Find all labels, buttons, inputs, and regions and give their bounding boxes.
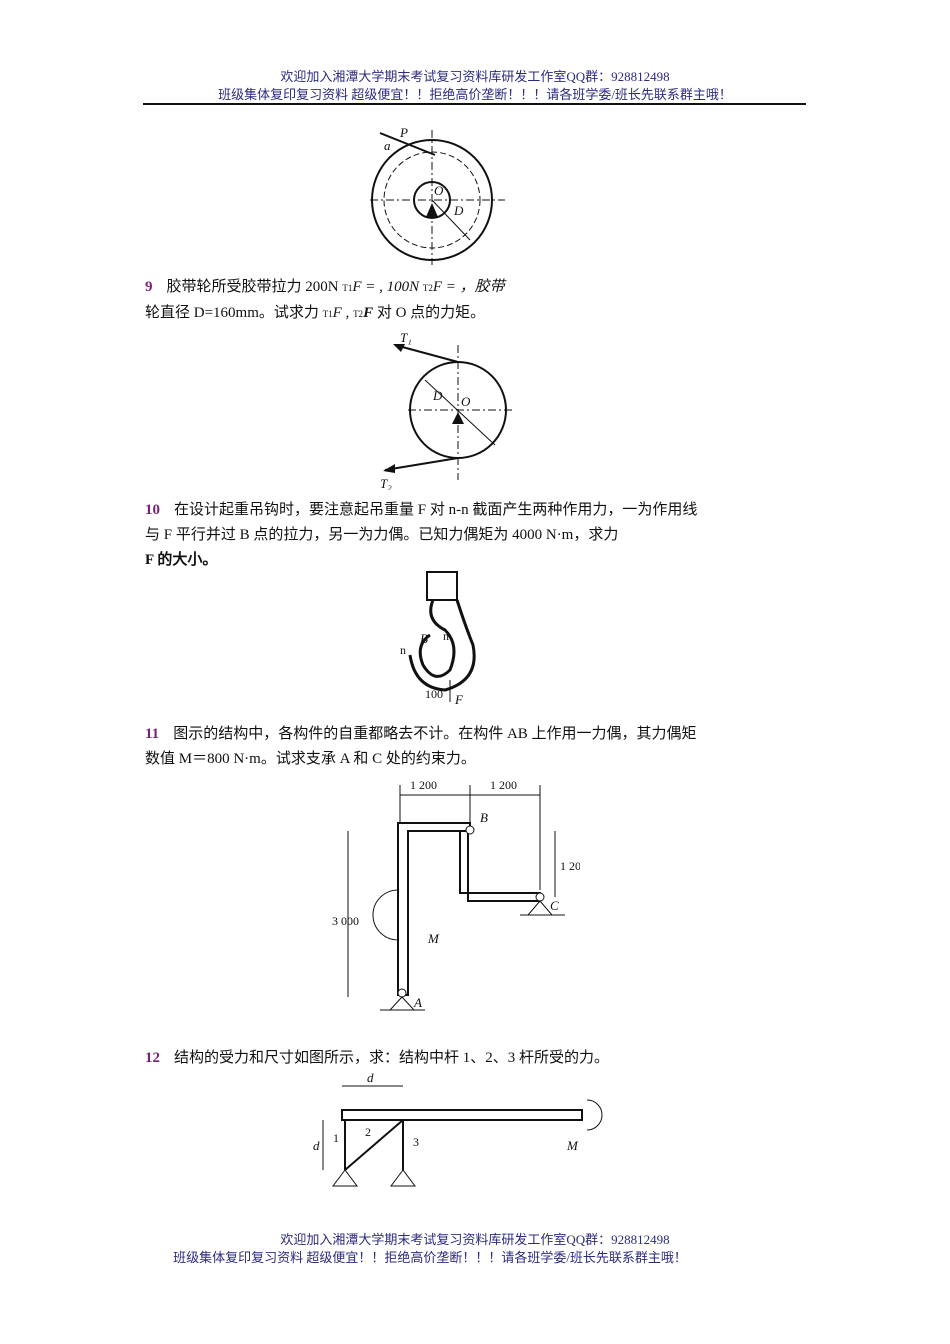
label: T2: [422, 283, 433, 293]
label: T1: [342, 283, 353, 293]
label: T1: [322, 309, 333, 319]
question-11: 11 图示的结构中，各构件的自重都略去不计。在构件 AB 上作用一力偶，其力偶矩数…: [145, 722, 697, 772]
label: 结构的受力和尺寸如图所示，求：结构中杆 1、2、3 杆所受的力。: [174, 1050, 610, 1066]
label: P: [399, 125, 408, 140]
label: 与 F 平行并过 B 点的拉力，另一为力偶。已知力偶矩为 4000 N·m，求力: [145, 527, 619, 543]
label: 100: [425, 687, 443, 701]
label: 9: [145, 279, 153, 295]
label: F: [454, 692, 464, 707]
label: 10: [145, 502, 160, 518]
header-line-1: 欢迎加入湘潭大学期末考试复习资料库研发工作室QQ群：928812498: [280, 69, 670, 84]
figure-12-beam: d d 1 2 3 M: [313, 1070, 603, 1187]
label: F = ，胶带: [432, 279, 505, 295]
label: T₂: [380, 476, 392, 490]
label: 1: [333, 1131, 339, 1145]
label: 数值 M＝800 N·m。试求支承 A 和 C 处的约束力。: [145, 751, 476, 767]
footer-line-2: 班级集体复印复习资料 超级便宜！！拒绝高价垄断！！！请各班学委/班长先联系群主哦…: [173, 1250, 687, 1265]
label: F 的大小。: [145, 552, 218, 568]
figure-8-wheel: Pa OD: [370, 125, 505, 265]
label: B: [420, 631, 428, 646]
label: O: [434, 183, 444, 198]
label: 2: [365, 1125, 371, 1139]
label: F ,: [332, 305, 354, 321]
figure-10-hook: Bn n 100 F: [400, 571, 476, 707]
label: 1 200: [560, 859, 580, 873]
question-10: 10 在设计起重吊钩时，要注意起吊重量 F 对 n-n 截面产生两种作用力，一为作…: [145, 498, 697, 573]
header-rule: [143, 103, 806, 105]
label: 1 200: [410, 778, 437, 792]
label: T2: [353, 309, 364, 319]
label: d: [367, 1070, 374, 1085]
label: C: [550, 898, 559, 913]
label: M: [427, 931, 440, 946]
label: B: [480, 810, 488, 825]
label: D: [432, 388, 443, 403]
figure-11-frame: 1 200 1 200 1 200 3 000 B C A M: [332, 778, 580, 1011]
label: T₁: [400, 330, 412, 345]
label: A: [413, 995, 422, 1010]
label: d: [313, 1138, 320, 1153]
label: 轮直径 D=160mm。试求力: [145, 305, 323, 321]
label: 在设计起重吊钩时，要注意起吊重量 F 对 n-n 截面产生两种作用力，一为作用线: [174, 502, 698, 518]
label: 1 200: [490, 778, 517, 792]
label: n: [400, 643, 406, 657]
label: 图示的结构中，各构件的自重都略去不计。在构件 AB 上作用一力偶，其力偶矩: [173, 726, 697, 742]
label: M: [566, 1138, 579, 1153]
footer-line-1: 欢迎加入湘潭大学期末考试复习资料库研发工作室QQ群：928812498: [280, 1232, 670, 1247]
label: 12: [145, 1050, 160, 1066]
label: 胶带轮所受胶带拉力 200N: [166, 279, 343, 295]
question-12: 12 结构的受力和尺寸如图所示，求：结构中杆 1、2、3 杆所受的力。: [145, 1046, 609, 1071]
label: 3 000: [332, 914, 359, 928]
label: F = , 100N: [352, 279, 423, 295]
label: O: [461, 394, 471, 409]
header-line-2: 班级集体复印复习资料 超级便宜！！拒绝高价垄断！！！请各班学委/班长先联系群主哦…: [218, 87, 732, 102]
label: a: [384, 138, 391, 153]
figure-9-pulley: T₁ T₂ D O: [380, 330, 515, 490]
label: n: [443, 629, 449, 643]
label: 11: [145, 726, 160, 742]
label: D: [453, 203, 464, 218]
label: 3: [413, 1135, 419, 1149]
label: F: [363, 305, 374, 321]
label: 对 O 点的力矩。: [373, 305, 486, 321]
